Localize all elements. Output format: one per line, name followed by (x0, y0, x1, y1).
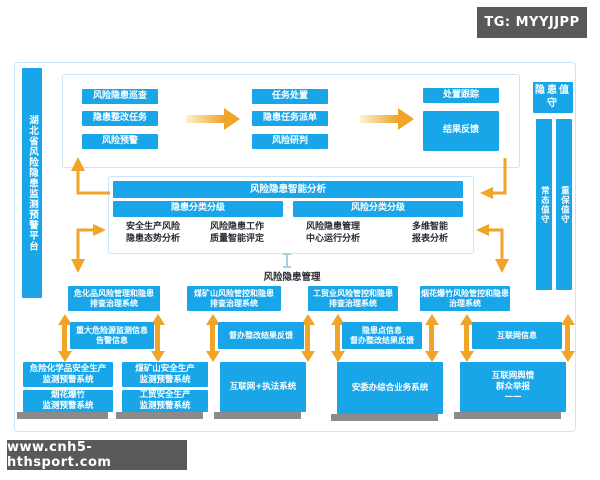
double-arrow-vertical-icon (464, 324, 469, 352)
box-line: 工贸安全生产 (139, 390, 191, 401)
double-arrow-vertical-icon (210, 324, 215, 352)
box-hazard-point-info: 隐患点信息 督办整改结果反馈 (342, 322, 422, 349)
box-line: 工贸业风险管控和隐患 (313, 288, 393, 298)
box-rectify-task: 隐患整改任务 (82, 111, 158, 126)
analysis-item: 安全生产风险 隐患态势分析 (112, 222, 194, 245)
box-internet-info: 互联网信息 (472, 322, 562, 349)
box-line: —— (504, 392, 522, 403)
box-line: 监测预警系统 (42, 374, 94, 385)
analysis-item-line: 多维智能 (411, 222, 448, 232)
elbow-arrow-left-icon (480, 158, 507, 199)
box-risk-warning: 风险预警 (82, 134, 158, 149)
box-line: 危化品风险管理和隐患 (74, 288, 154, 298)
double-arrow-vertical-icon (62, 324, 67, 352)
analysis-item-line: 安全生产风险 (125, 222, 180, 232)
management-section-label: 风险隐患管理 (263, 272, 321, 283)
box-fireworks-mgmt-system: 烟花爆竹风险管控和隐患 治理系统 (420, 286, 510, 311)
box-coalmine-monitor-system: 煤矿山安全生产 监测预警系统 (122, 362, 208, 387)
box-task-handling: 任务处置 (252, 89, 328, 104)
box-supervision-feedback: 督办整改结果反馈 (218, 322, 304, 349)
double-arrow-vertical-icon (429, 324, 434, 352)
box-hazchem-mgmt-system: 危化品风险管理和隐患 排查治理系统 (68, 286, 160, 311)
box-safety-committee-system: 安委办综合业务系统 (331, 362, 443, 421)
double-arrow-vertical-icon (155, 324, 160, 352)
bar-hazard-classification: 隐患分类分级 (113, 201, 283, 217)
analysis-item-line: 风险隐患管理 (305, 222, 360, 232)
box-line: 隐患点信息 (362, 325, 402, 335)
box-industry-trade-monitor-system: 工贸安全生产 监测预警系统 (116, 390, 208, 419)
box-line: 群众举报 (495, 381, 530, 392)
diagram-outer-border (14, 62, 576, 432)
analysis-item: 风险隐患管理 中心运行分析 (292, 222, 374, 245)
box-task-dispatch: 隐患任务派单 (252, 111, 328, 126)
bar-intelligent-analysis-title: 风险隐患智能分析 (113, 181, 463, 198)
box-line: 互联网舆情 (491, 371, 535, 382)
box-industry-trade-mgmt-system: 工贸业风险管控和隐患 排查治理系统 (308, 286, 398, 311)
connector-ibeam-icon (283, 253, 291, 268)
tg-watermark-badge: TG: MYYJJPP (477, 7, 587, 38)
double-arrow-vertical-icon (335, 324, 340, 352)
box-line: 督办整改结果反馈 (350, 335, 414, 345)
box-line: 危险化学品安全生产 (29, 363, 107, 374)
box-internet-opinion-report: 互联网舆情 群众举报 —— (454, 362, 566, 419)
box-line: 排查治理系统 (210, 298, 258, 308)
analysis-item-line: 中心运行分析 (305, 233, 360, 244)
flow-arrow-right-icon (186, 108, 240, 130)
box-risk-judgment: 风险研判 (252, 134, 328, 149)
bar-key-protection-duty: 重保值守 (556, 119, 572, 290)
analysis-item: 风险隐患工作 质量智能评定 (196, 222, 278, 245)
bar-normal-duty: 常态值守 (536, 119, 552, 290)
box-line: 排查治理系统 (90, 298, 138, 308)
box-line: 烟花爆竹风险管控和隐患 (421, 288, 509, 298)
box-internet-enforcement-system: 互联网+执法系统 (214, 362, 306, 419)
box-line: 告警信息 (96, 335, 128, 345)
elbow-arrow-up-icon (71, 157, 110, 195)
box-hazard-duty: 隐患值守 (533, 82, 573, 113)
box-line: 治理系统 (449, 298, 481, 308)
box-line: 监测预警系统 (139, 401, 191, 411)
bar-risk-classification: 风险分类分级 (293, 201, 463, 217)
box-line: 排查治理系统 (329, 298, 377, 308)
site-watermark-badge: www.cnh5-hthsport.com (7, 440, 187, 470)
box-line: 煤矿山安全生产 (135, 363, 195, 374)
box-line: 重大危险源监测信息 (76, 325, 148, 335)
box-disposal-tracking: 处置跟踪 (423, 88, 499, 103)
double-arrow-vertical-icon (305, 324, 310, 352)
box-line: 烟花爆竹 (50, 390, 85, 401)
box-line: 煤矿山风险管控和隐患 (194, 288, 274, 298)
box-fireworks-monitor-system: 烟花爆竹 监测预警系统 (17, 390, 113, 419)
top-flow-group-border (62, 74, 520, 168)
platform-title-bar: 湖北省风险隐患监测预警平台 (22, 68, 42, 298)
box-major-hazard-info: 重大危险源监测信息 告警信息 (70, 322, 154, 349)
box-line: 监测预警系统 (139, 374, 191, 385)
analysis-item-line: 隐患态势分析 (125, 233, 180, 244)
analysis-item-line: 报表分析 (411, 233, 448, 244)
analysis-item-line: 质量智能评定 (209, 233, 264, 244)
analysis-item-line: 风险隐患工作 (209, 222, 264, 232)
box-result-feedback: 结果反馈 (423, 111, 499, 151)
box-hazchem-monitor-system: 危险化学品安全生产 监测预警系统 (23, 362, 113, 387)
box-line: 监测预警系统 (42, 401, 94, 411)
elbow-arrow-left-down-icon (476, 224, 509, 273)
double-arrow-vertical-icon (565, 324, 570, 352)
box-coalmine-mgmt-system: 煤矿山风险管控和隐患 排查治理系统 (187, 286, 281, 311)
box-risk-hazard-patrol: 风险隐患巡查 (82, 89, 158, 104)
elbow-arrow-right-down-icon (71, 224, 106, 273)
flow-arrow-right-icon (360, 108, 414, 130)
analysis-item: 多维智能 报表分析 (389, 222, 471, 245)
